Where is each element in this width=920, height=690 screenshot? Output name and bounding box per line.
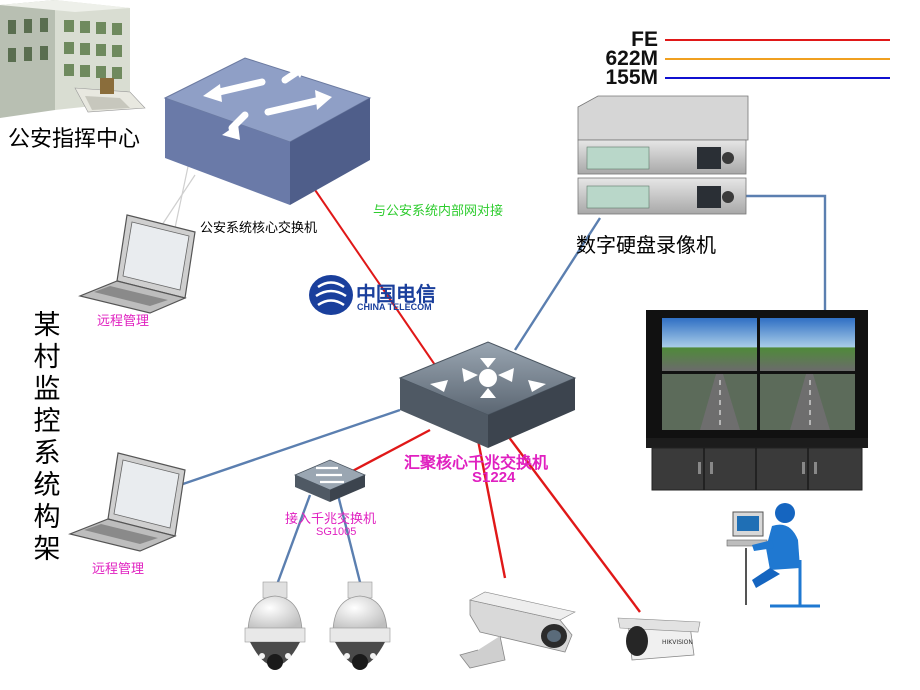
- title-char: 架: [33, 534, 61, 565]
- police-switch-label: 公安系统核心交换机: [200, 221, 318, 236]
- legend-label-622m: 622M: [605, 47, 658, 70]
- police-hq-label: 公安指挥中心: [8, 127, 141, 152]
- link-agg-access: [344, 428, 431, 477]
- china-telecom-name: 中国电信: [356, 282, 436, 306]
- aggregation-switch-icon: [398, 341, 577, 448]
- remote-laptop-bottom-icon: [68, 452, 186, 552]
- title-char: 系: [33, 438, 61, 469]
- bullet-camera-icon: HIKVISION: [617, 617, 701, 661]
- nvr-label: 数字硬盘录像机: [576, 233, 716, 257]
- dome-camera-1-icon: [244, 581, 306, 670]
- link-remote-top-police-switch: [159, 174, 196, 229]
- title-char: 某: [33, 310, 61, 341]
- legend-label-fe: FE: [631, 28, 658, 51]
- link-nvr-videowall: [740, 194, 827, 312]
- china-telecom-logo-icon: [309, 275, 353, 315]
- aggregation-switch-model: S1224: [472, 469, 516, 486]
- nvr-recorder-icon: [577, 95, 749, 215]
- aggregation-switch-label: 汇聚核心千兆交换机: [404, 453, 549, 472]
- police-core-switch-icon: [163, 57, 372, 205]
- legend-label-155m: 155M: [605, 66, 658, 89]
- dome-camera-2-icon: [329, 581, 391, 670]
- access-switch-label: 接入千兆交换机: [285, 512, 377, 527]
- title-char: 村: [33, 342, 61, 373]
- vertical-title: 某 村 监 控 系 统 构 架: [30, 310, 64, 566]
- access-switch-icon: [293, 459, 367, 502]
- title-char: 统: [33, 470, 61, 501]
- svg-text:HIKVISION: HIKVISION: [662, 639, 693, 646]
- video-wall-icon: [646, 310, 868, 491]
- inner-net-label: 与公安系统内部网对接: [373, 204, 504, 219]
- china-telecom-name-en: CHINA TELECOM: [357, 302, 432, 312]
- link-agg-nvr: [513, 217, 602, 351]
- title-char: 控: [33, 406, 61, 437]
- remote-mgmt-bottom-label: 远程管理: [92, 562, 145, 577]
- link-access-dome-1: [273, 494, 312, 591]
- connection-lines: [159, 109, 827, 613]
- link-agg-camera-bullet: [504, 431, 641, 613]
- link-police-switch-telecom: [299, 167, 436, 366]
- access-switch-model: SG1005: [316, 526, 357, 538]
- remote-laptop-top-icon: [78, 214, 196, 314]
- box-camera-icon: [459, 591, 576, 669]
- link-agg-remote-bottom: [179, 408, 401, 487]
- link-access-dome-2: [336, 494, 364, 591]
- title-char: 构: [33, 502, 61, 533]
- link-agg-camera-box: [476, 439, 507, 579]
- operator-workstation-icon: [726, 503, 820, 608]
- remote-mgmt-top-label: 远程管理: [97, 314, 150, 329]
- title-char: 监: [33, 374, 61, 405]
- police-hq-building-icon: [0, 0, 146, 118]
- legend: [665, 39, 890, 79]
